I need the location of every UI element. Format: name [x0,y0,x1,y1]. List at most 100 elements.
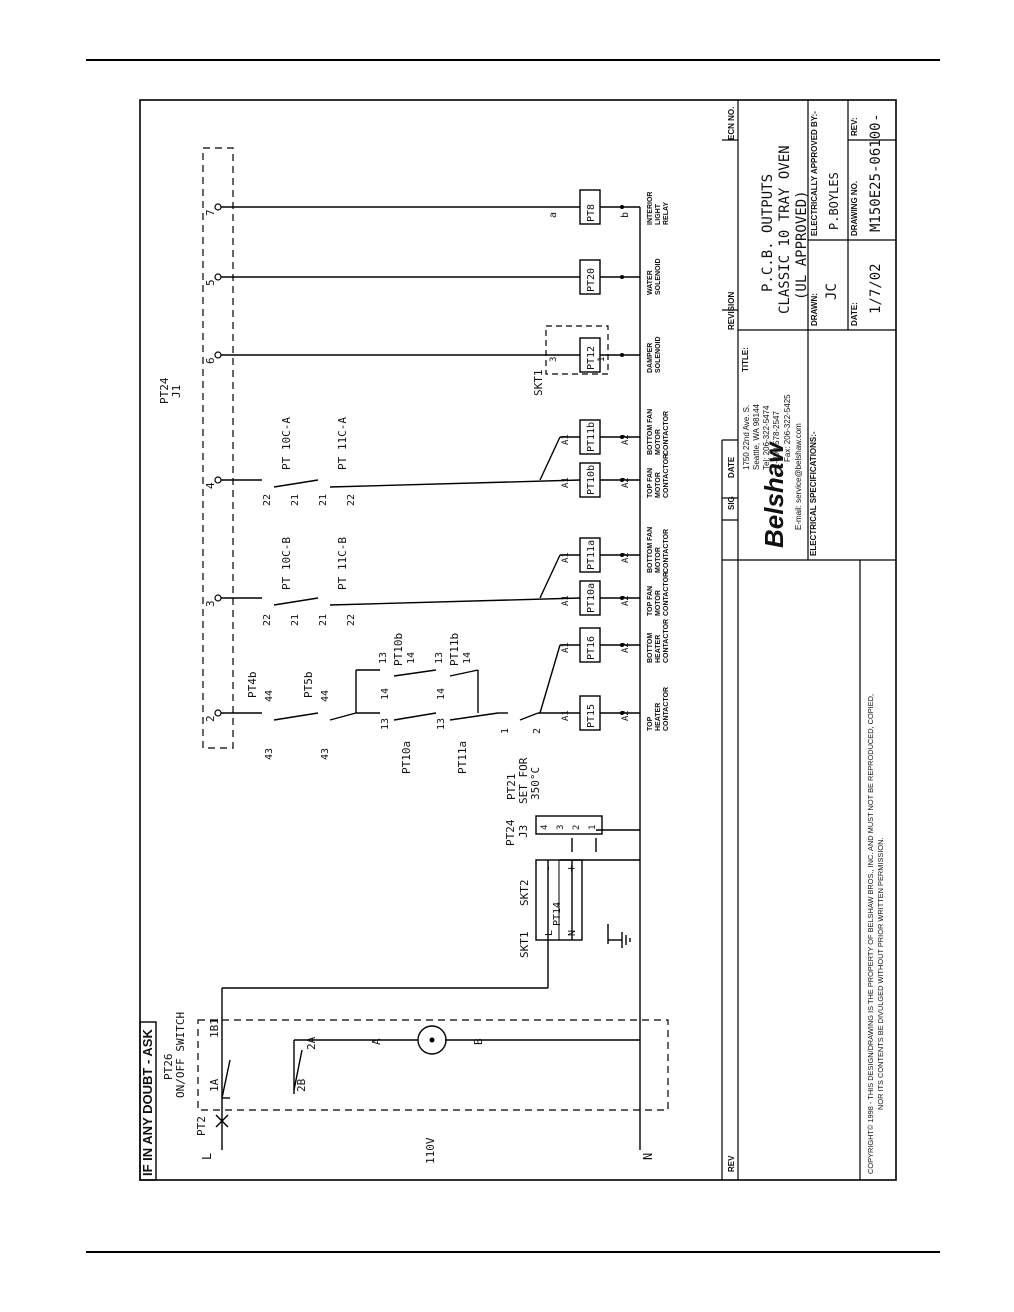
node-b-label: B [472,1038,485,1045]
load-terminal: A2 [621,710,631,721]
switch-outline [197,1019,669,1111]
pt10c-a-pin-22: 22 [262,494,273,506]
skt1-label: SKT1 [518,932,531,959]
j3-pin-3: 3 [556,825,566,830]
date-label: DATE: [850,302,859,326]
switch-1b1-label: 1B1 [208,1018,221,1038]
load-label: SOLENOID [655,258,662,295]
drawing-no-label: DRAWING NO. [850,181,859,236]
schematic-labels: 110V L N PT2 PT26 ON/OFF SWITCH 1A 1B1 2… [158,209,655,1164]
load-label: TOP FAN [647,586,654,616]
load-tag: PT20 [586,268,597,292]
electrically-approved-value: P.BOYLES [827,172,841,230]
load-tag: PT15 [586,704,597,728]
pt14-label: PT14 [552,902,563,926]
load-label: WATER [647,270,654,295]
thermostat-line-3: 350°C [529,767,542,800]
junction-dot [620,353,624,357]
electrical-specs-label: ELECTRICAL SPECIFICATIONS:- [809,431,818,556]
pt5b-label: PT5b [302,672,315,699]
junction-dot [620,643,624,647]
load-terminal: A2 [621,434,631,445]
pt10b-label: PT10b [392,633,405,666]
date-value: 1/7/02 [868,263,884,314]
line-n-label: N [641,1153,655,1160]
load-tag: PT11a [586,540,597,570]
pt10c-a-pin-21: 21 [290,494,301,506]
copyright-line-2: NOR ITS CONTENTS BE DIVULGED WITHOUT PRI… [876,837,885,1110]
pt10a-pin-14: 14 [380,688,391,700]
load-box [579,259,601,295]
load-tag: PT8 [586,204,597,222]
pt10c-b-pin-22: 22 [262,614,273,626]
junction-dot [620,435,624,439]
pt11c-b-pin-22: 22 [346,614,357,626]
thermostat-pin-2: 2 [532,728,543,734]
load-label: CONTACTOR [663,411,670,455]
company-fax: Fax: 206-322-5425 [783,394,792,462]
damper-skt1-label: SKT1 [532,370,545,397]
load-label: CONTACTOR [663,572,670,616]
switch-label: ON/OFF SWITCH [174,1012,187,1098]
revision-header: REVISION [727,292,736,330]
load-label: TOP FAN [647,468,654,498]
pt10b-pin-14: 14 [406,652,417,664]
date-header: DATE [727,456,736,478]
load-label: RELAY [663,202,670,225]
j1-pin-6: 6 [204,357,217,364]
load-terminal: A2 [621,642,631,653]
switch-2a-label: 2A [305,1036,318,1050]
load-label: TOP [647,716,654,731]
load-label: CONTACTOR [663,529,670,573]
load-label: BOTTOM FAN [647,527,654,573]
pt10c-a-label: PT 10C-A [280,417,293,470]
load-box [579,627,601,663]
rev-value: - [867,115,883,120]
pt11a-label: PT11a [456,741,469,774]
pt11a-pin-13: 13 [436,718,447,730]
drawn-value: JC [824,283,840,300]
load-box [579,580,601,616]
pt10a-label: PT10a [400,741,413,774]
load-label: MOTOR [655,547,662,573]
load-terminal: A2 [621,595,631,606]
pt11c-a-pin-21: 21 [318,494,329,506]
switch-blades [221,1049,303,1099]
load-label: INTERIOR [647,192,654,225]
load-box [579,695,601,731]
j1-pin-4: 4 [204,482,217,489]
damper-skt-pin-3: 3 [549,357,559,362]
load-label: CONTACTOR [663,619,670,663]
electrically-approved-label: ELECTRICALLY APPROVED BY:- [810,111,819,236]
company-tel: Tel: 206-322-5474 [762,405,771,470]
title-block-lines [721,100,896,1180]
load-label: MOTOR [655,590,662,616]
pt4b-label: PT4b [246,672,259,699]
pt26-label: PT26 [162,1054,175,1081]
company-logo: Belshaw [759,441,789,548]
load-label: BOTTOM [647,633,654,663]
load-label: SOLENOID [655,336,662,373]
psu-l-label: L [544,930,555,936]
copyright-line-1: COPYRIGHT© 1998 - THIS DESIGN/DRAWING IS… [866,694,875,1174]
pt11c-a-pin-22: 22 [346,494,357,506]
drawing-no-value: M150E25-06100 [868,122,884,232]
pt10c-b-pin-21: 21 [290,614,301,626]
lamp-icon [417,1025,447,1055]
load-box [579,537,601,573]
psu-n-label: N [567,930,578,936]
load-box [579,462,601,498]
drawn-label: DRAWN: [810,293,819,326]
j3-pin-4: 4 [540,825,550,830]
j3-pin-2: 2 [572,825,582,830]
load-label: BOTTOM FAN [647,409,654,455]
sig-header: SIG [727,496,736,510]
j1-pin-5: 5 [204,279,217,286]
company-address1: 1750 22nd Ave. S. [742,405,751,470]
